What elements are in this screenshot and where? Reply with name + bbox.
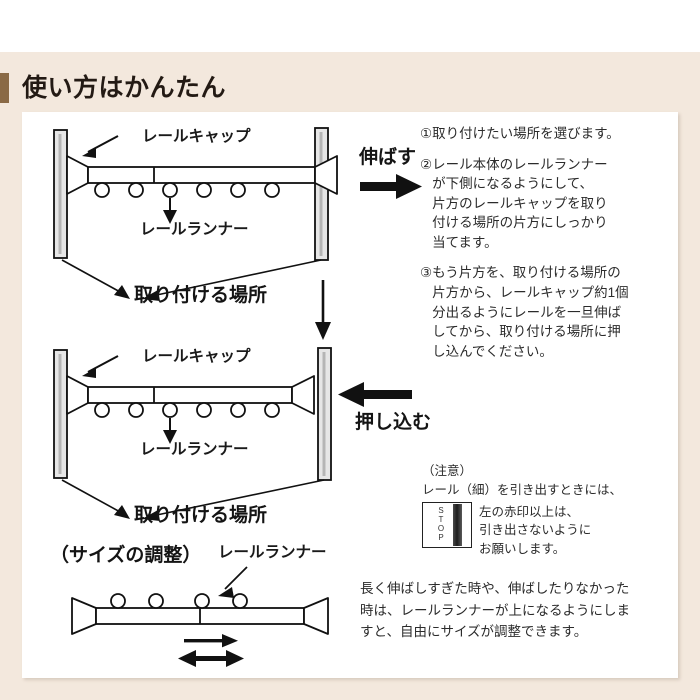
diagram-size-adjust <box>71 566 329 667</box>
instruction-steps: ① 取り付けたい場所を選びます。 ② レール本体のレールランナー が下側になるよ… <box>420 124 670 372</box>
runner-pointer-arrow <box>163 198 177 224</box>
section-heading: 使い方はかんたん <box>0 68 700 110</box>
caution-block: （注意） レール（細）を引き出すときには、 S T O P 左の赤印以上は、 引… <box>422 462 672 559</box>
step-item: ② レール本体のレールランナー が下側になるようにして、 片方のレールキャップを… <box>420 155 670 253</box>
push-arrow <box>338 382 412 407</box>
wall-panel-right <box>317 347 332 481</box>
heading-accent-bar <box>0 73 9 103</box>
content-card: レールキャップ レールランナー 取り付ける場所 伸ばす <box>22 112 678 678</box>
stop-letter: T <box>438 514 444 524</box>
rail-runners <box>110 593 248 609</box>
stop-red-mark-bar <box>453 503 462 546</box>
flow-arrow-down <box>315 280 331 340</box>
place-pointer-arrows <box>61 479 325 521</box>
rail-cap-right <box>314 155 338 195</box>
diagram2-place-label: 取り付ける場所 <box>134 505 268 526</box>
rail-body <box>87 386 293 404</box>
rail-cap-left <box>66 155 89 195</box>
rail-runners <box>94 182 280 198</box>
caution-title: （注意） <box>422 464 473 478</box>
stop-letter: S <box>438 505 444 515</box>
cap-pointer-arrow <box>82 135 119 158</box>
step-body: 取り付けたい場所を選びます。 <box>432 126 620 141</box>
cap-pointer-arrow <box>82 355 119 378</box>
stop-letter: P <box>438 533 444 543</box>
adjust-arrow-double <box>178 650 244 667</box>
caution-lead: レール（細）を引き出すときには、 <box>422 482 623 497</box>
stop-letters: S T O P <box>434 506 448 543</box>
diagram3-title: （サイズの調整） <box>50 545 202 566</box>
runner-pointer-arrow <box>163 418 177 444</box>
place-pointer-arrows <box>61 259 322 301</box>
diagram-extend <box>53 127 422 301</box>
diagram1-place-label: 取り付ける場所 <box>134 285 268 306</box>
stop-letter: O <box>437 523 445 533</box>
step-item: ① 取り付けたい場所を選びます。 <box>420 124 670 144</box>
step-number: ② <box>420 156 433 172</box>
caution-body: 左の赤印以上は、 引き出さないように お願いします。 <box>479 504 592 557</box>
step-body: レール本体のレールランナー が下側になるようにして、 片方のレールキャップを取り… <box>432 156 608 250</box>
rail-cap-left <box>66 375 89 415</box>
wall-panel-left <box>53 129 68 259</box>
diagram2-action-label: 押し込む <box>355 412 432 433</box>
step-item: ③ もう片方を、取り付ける場所の 片方から、レールキャップ約1個 分出るようにレ… <box>420 263 670 361</box>
adjust-arrow-single <box>184 634 238 648</box>
step-body: もう片方を、取り付ける場所の 片方から、レールキャップ約1個 分出るようにレール… <box>432 265 629 359</box>
wall-panel-right <box>314 127 329 261</box>
diagram2-cap-label: レールキャップ <box>142 348 251 365</box>
diagram1-action-label: 伸ばす <box>359 147 417 168</box>
step-number: ③ <box>420 265 433 281</box>
diagram2-runner-label: レールランナー <box>140 441 249 458</box>
bottom-note: 長く伸ばしすぎた時や、伸ばしたりなかった 時は、レールランナーが上になるようにし… <box>360 581 630 640</box>
rail-cap-right <box>291 375 315 415</box>
rail-cap-right <box>303 597 329 635</box>
rail-runners <box>94 402 280 418</box>
diagram3-runner-label: レールランナー <box>218 544 327 561</box>
stop-marker-icon: S T O P <box>422 501 472 548</box>
wall-panel-left <box>53 349 68 479</box>
rail-body <box>87 166 316 184</box>
diagram-push <box>53 347 412 521</box>
diagram1-cap-label: レールキャップ <box>142 128 251 145</box>
diagram1-runner-label: レールランナー <box>140 221 249 238</box>
page-title: 使い方はかんたん <box>22 74 227 102</box>
rail-cap-left <box>71 597 97 635</box>
runner-pointer-arrow <box>218 566 248 598</box>
step-number: ① <box>420 126 433 141</box>
extend-arrow <box>360 174 422 199</box>
